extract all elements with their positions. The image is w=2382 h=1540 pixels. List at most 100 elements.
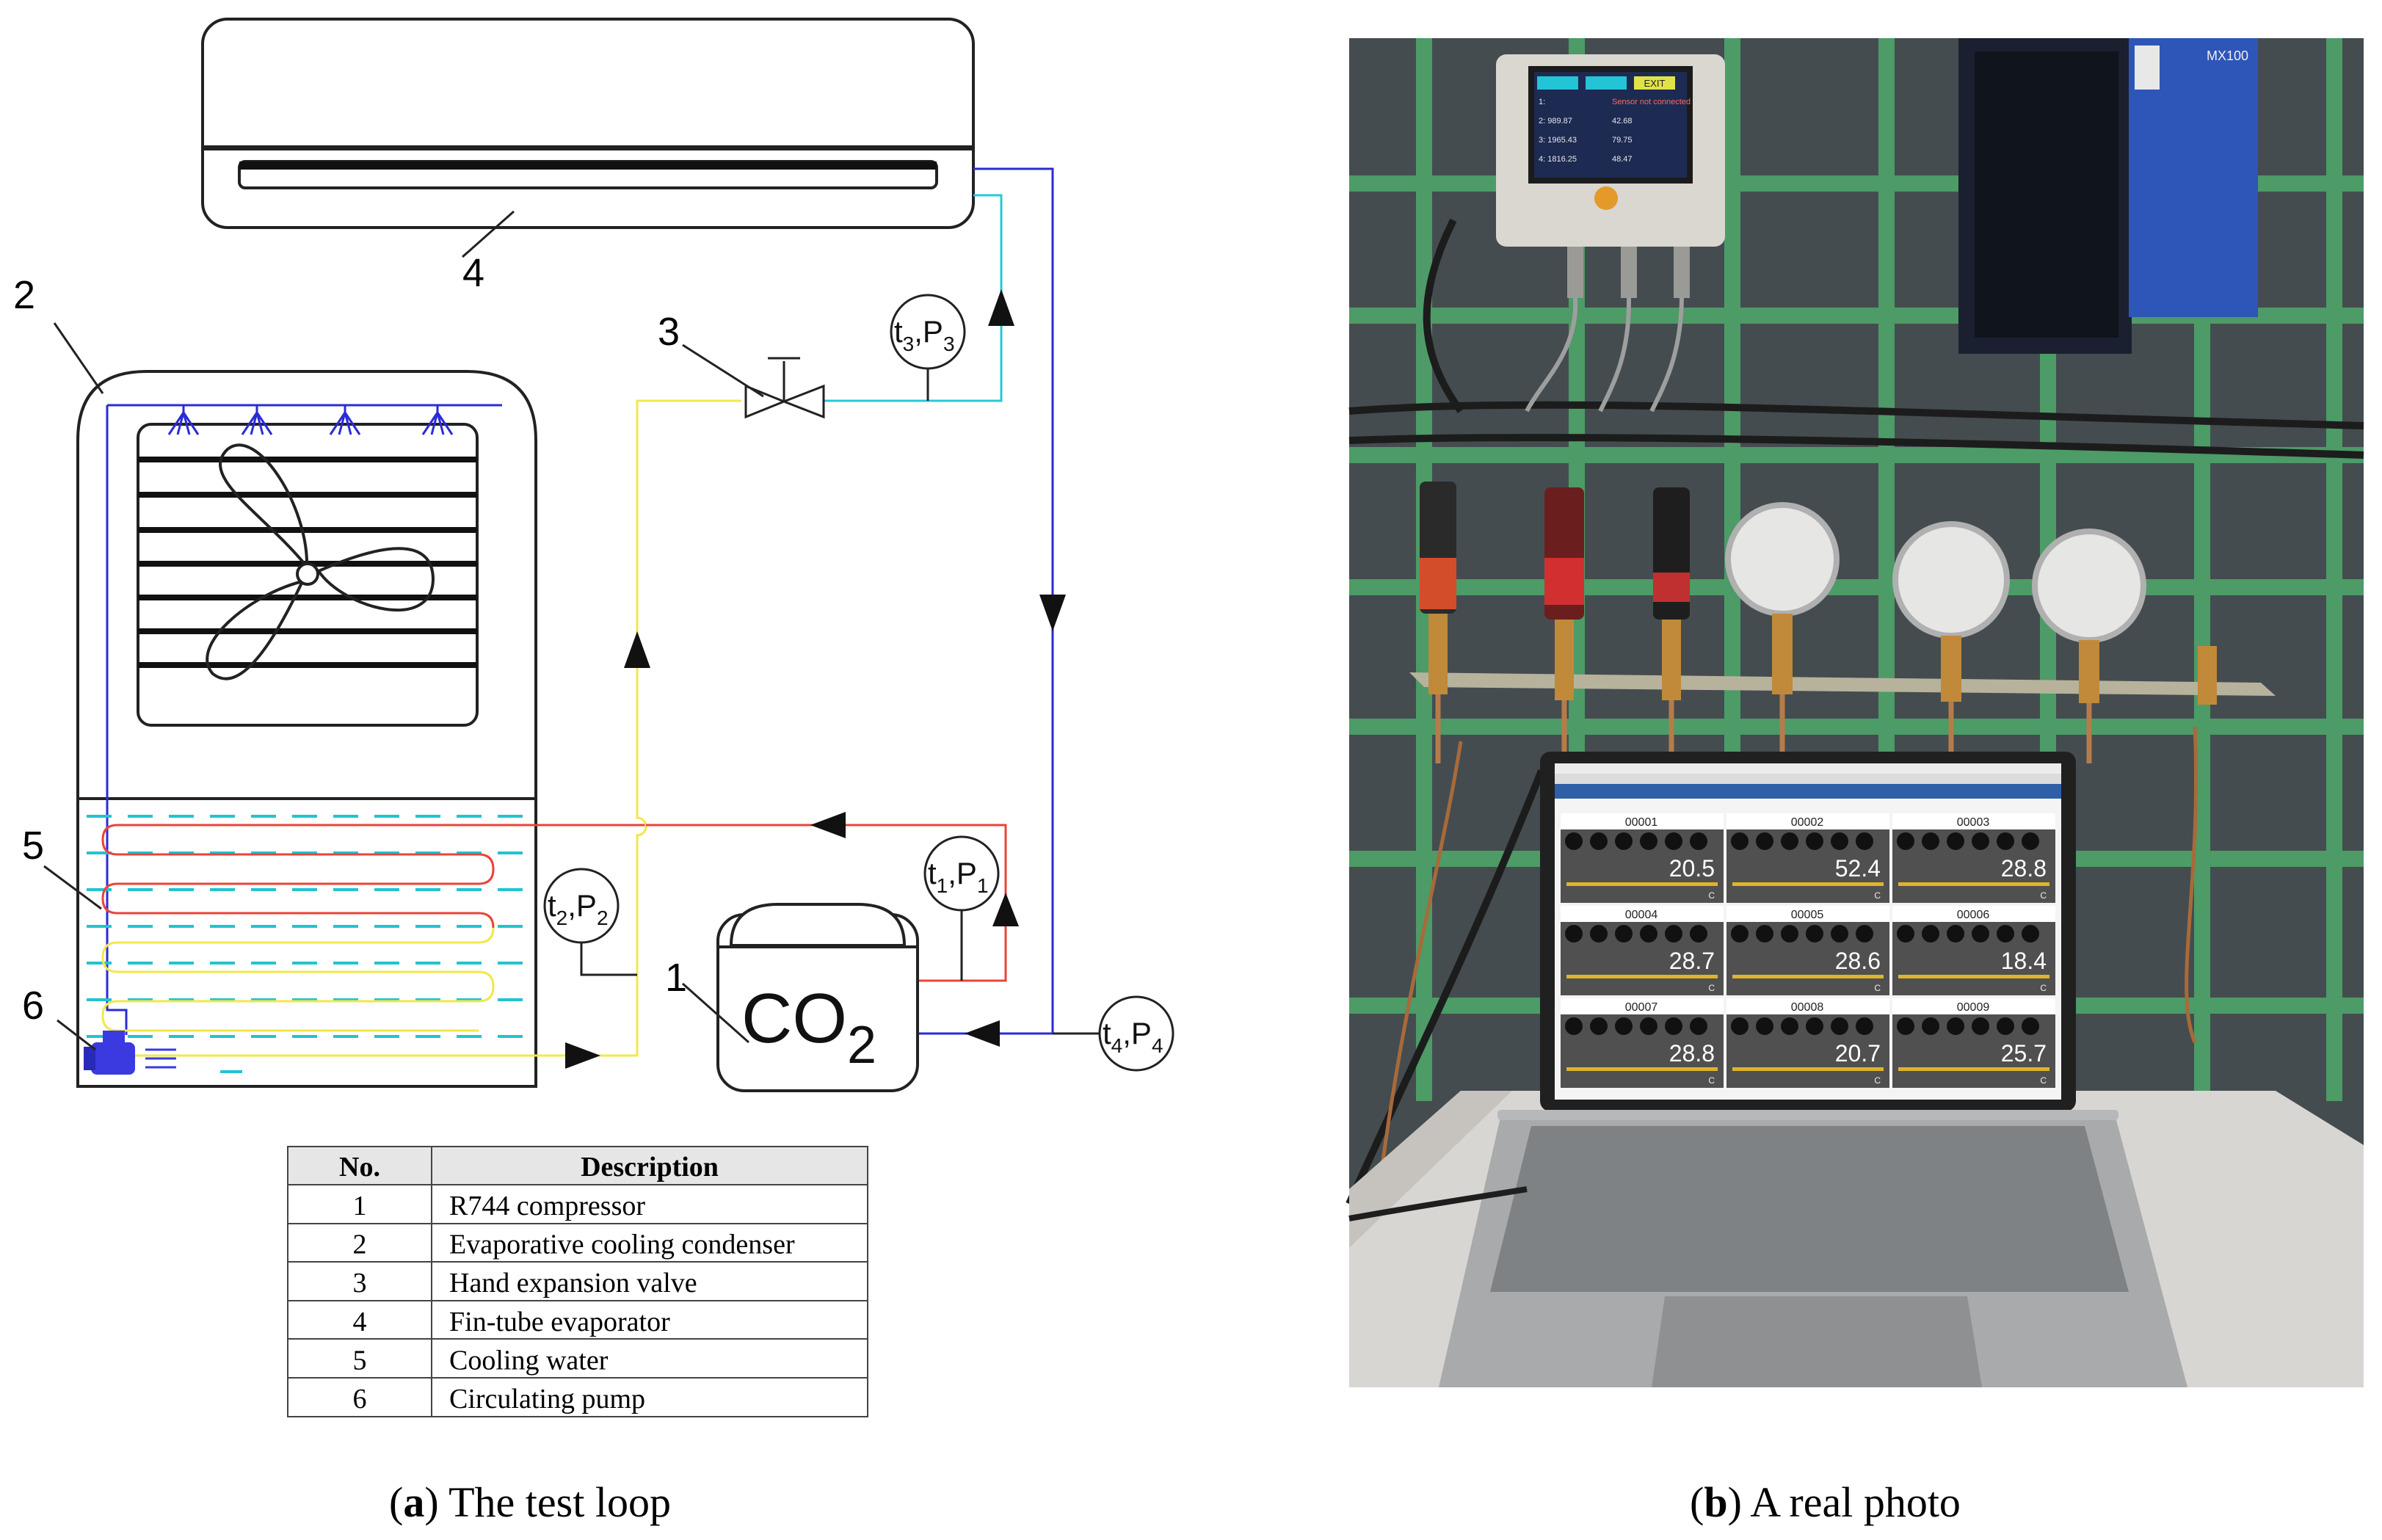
- leader-line-5: [43, 865, 102, 910]
- leader-line-6: [57, 1019, 96, 1051]
- tile-indicator: [2022, 832, 2039, 850]
- component-number-3: 3: [658, 310, 680, 354]
- tile-indicator: [1756, 925, 1773, 942]
- table-cell-no: 4: [353, 1307, 367, 1337]
- tile-indicator: [1922, 1017, 1939, 1035]
- table-cell-no: 2: [353, 1230, 367, 1260]
- tile-indicator: [1947, 832, 1964, 850]
- water-riser-pipe: [106, 405, 128, 1035]
- monitor-tile: 00009 25.7C: [1892, 998, 2055, 1088]
- tile-bar: [1898, 1067, 2049, 1071]
- tile-indicator: [1806, 832, 1823, 850]
- table-header-description: Description: [581, 1152, 719, 1183]
- tile-unit: C: [2040, 890, 2047, 901]
- tile-header: [1561, 998, 1724, 1014]
- tile-indicator: [1640, 832, 1657, 850]
- tile-indicator: [1665, 925, 1682, 942]
- tile-indicator: [1972, 1017, 1989, 1035]
- display-row-label: 2: 989.87: [1539, 117, 1572, 126]
- leader-line-1: [682, 982, 749, 1044]
- tile-indicator: [1665, 1017, 1682, 1035]
- tile-indicator: [1731, 925, 1749, 942]
- tile-value: 28.8: [1669, 1040, 1715, 1067]
- tile-bar: [1732, 1067, 1884, 1071]
- tile-value: 25.7: [2001, 1040, 2047, 1067]
- tile-id: 00009: [1957, 1001, 1990, 1014]
- table-cell-description: R744 compressor: [449, 1191, 645, 1221]
- laptop: 0000120.5C0000252.4C0000328.8C0000428.7C…: [1348, 752, 2187, 1387]
- table-cell-no: 6: [353, 1384, 367, 1414]
- tile-bar: [1732, 975, 1884, 978]
- tile-indicator: [1690, 832, 1707, 850]
- sensor-t3-p3: t3,P3: [894, 314, 955, 355]
- tile-indicator: [1997, 832, 2014, 850]
- tile-indicator: [1897, 925, 1914, 942]
- tile-indicator: [1922, 832, 1939, 850]
- tile-id: 00008: [1791, 1001, 1824, 1014]
- tile-id: 00007: [1625, 1001, 1658, 1014]
- table-cell-no: 1: [353, 1191, 367, 1221]
- monitor-tile: 00008 20.7C: [1726, 998, 1889, 1088]
- tile-header: [1892, 998, 2055, 1014]
- tile-indicator: [1972, 925, 1989, 942]
- tile-unit: C: [1708, 983, 1715, 993]
- monitor-tile: 00007 28.8C: [1561, 998, 1724, 1088]
- condenser-water-coil: [101, 824, 646, 1057]
- tile-id: 00001: [1625, 816, 1658, 829]
- tile-indicator: [1856, 925, 1873, 942]
- fin-tube-evaporator: [201, 18, 975, 229]
- tile-indicator: [1590, 832, 1608, 850]
- tile-indicator: [1731, 1017, 1749, 1035]
- tile-indicator: [1565, 925, 1583, 942]
- tile-header: [1726, 906, 1889, 922]
- cooling-water: [87, 815, 529, 1073]
- tile-unit: C: [2040, 1075, 2047, 1086]
- gauge-icon: t3,P3 t1,P1 t2,P2 t4,P4: [543, 294, 1174, 1072]
- tile-indicator: [2022, 925, 2039, 942]
- display-row-label: 3: 1965.43: [1539, 136, 1577, 145]
- tile-unit: C: [1874, 890, 1881, 901]
- fan-icon: [206, 443, 435, 680]
- display-row-label: 4: 1816.25: [1539, 155, 1577, 164]
- logger-brand: MX100: [2207, 48, 2248, 63]
- test-loop-schematic: 4 2: [13, 18, 1174, 1092]
- tile-indicator: [1922, 925, 1939, 942]
- leader-line-2: [53, 322, 104, 394]
- tile-id: 00005: [1791, 909, 1824, 921]
- table-cell-description: Hand expansion valve: [449, 1268, 697, 1299]
- tile-unit: C: [2040, 983, 2047, 993]
- tile-indicator: [1690, 925, 1707, 942]
- tile-unit: C: [1708, 1075, 1715, 1086]
- tile-bar: [1566, 975, 1718, 978]
- tile-value: 28.8: [2001, 855, 2047, 882]
- tile-indicator: [1972, 832, 1989, 850]
- tile-value: 20.7: [1835, 1040, 1881, 1067]
- component-number-4: 4: [462, 251, 484, 295]
- sensor-manifold: [1409, 482, 2276, 763]
- tile-indicator: [1831, 925, 1848, 942]
- tile-indicator: [1997, 1017, 2014, 1035]
- tile-header: [1561, 813, 1724, 829]
- tile-indicator: [1590, 925, 1608, 942]
- leader-line-4: [462, 210, 515, 258]
- tile-indicator: [1806, 925, 1823, 942]
- tile-indicator: [1997, 925, 2014, 942]
- expansion-valve-icon: [744, 357, 825, 419]
- tile-indicator: [1781, 832, 1798, 850]
- data-logger-unit: MX100: [1958, 38, 2258, 354]
- display-row-value: 79.75: [1612, 136, 1633, 145]
- tile-indicator: [1565, 1017, 1583, 1035]
- table-cell-description: Cooling water: [449, 1345, 609, 1376]
- tile-bar: [1898, 975, 2049, 978]
- tile-unit: C: [1874, 1075, 1881, 1086]
- tile-indicator: [1640, 925, 1657, 942]
- tile-header: [1726, 813, 1889, 829]
- tile-indicator: [1565, 832, 1583, 850]
- tile-bar: [1898, 882, 2049, 886]
- tile-indicator: [1897, 1017, 1914, 1035]
- tile-id: 00004: [1625, 909, 1658, 921]
- tile-id: 00006: [1957, 909, 1990, 921]
